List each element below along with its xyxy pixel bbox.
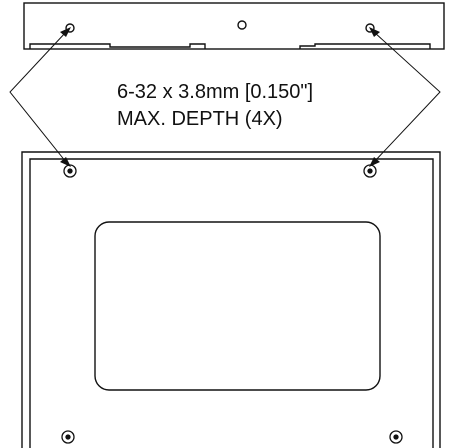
front-view-outline [21, 151, 441, 448]
screw-top-right [363, 164, 377, 178]
front-view-inner-outline [29, 158, 434, 448]
side-view-bottom-detail-right [299, 43, 431, 49]
side-view-hole-right [365, 23, 375, 33]
side-view-center-hole [237, 20, 247, 30]
front-screws [61, 164, 403, 444]
screw-bottom-left [61, 430, 75, 444]
screw-top-left [63, 164, 77, 178]
callout-line-1: 6-32 x 3.8mm [0.150"] [117, 81, 313, 103]
leader-left [9, 31, 67, 163]
arrow-top-left [60, 27, 71, 37]
side-view [23, 2, 445, 50]
side-view-hole-left [65, 23, 75, 33]
arrow-bottom-left [60, 157, 71, 167]
display-window [94, 221, 381, 391]
callout-line-2: MAX. DEPTH (4X) [117, 108, 283, 130]
front-view [21, 151, 441, 448]
arrow-bottom-right [369, 157, 380, 167]
arrow-top-right [369, 27, 380, 37]
arrowheads [60, 27, 380, 167]
leader-right [373, 31, 441, 163]
screw-bottom-right [389, 430, 403, 444]
leader-lines [9, 31, 441, 163]
side-view-outline [23, 2, 445, 50]
side-view-bottom-detail [29, 43, 206, 49]
